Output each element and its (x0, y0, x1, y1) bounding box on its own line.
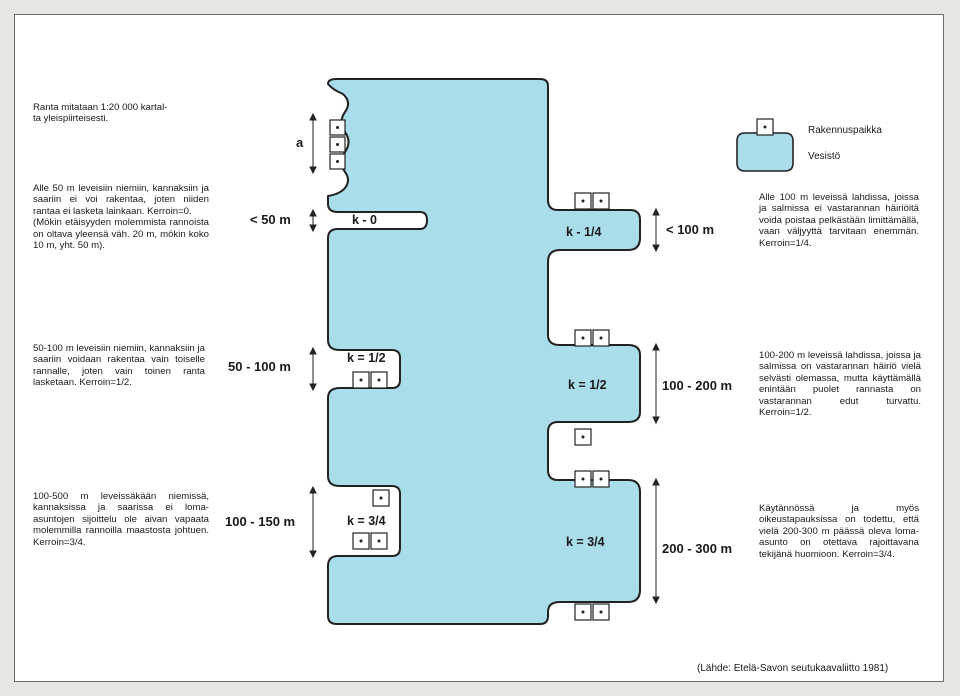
label-100-150m: 100 - 150 m (225, 514, 296, 529)
text-200-300m: Käytännössä ja myös oikeustapauksissa on… (759, 503, 919, 560)
coef-k-quarter: k - 1/4 (566, 225, 602, 239)
text-100-200m-bays: 100-200 m leveissä lahdissa, joissa ja s… (759, 350, 921, 419)
source-note: (Lähde: Etelä-Savon seutukaavaliitto 198… (697, 663, 889, 674)
building-dots-a (336, 126, 339, 163)
label-100-200m: 100 - 200 m (662, 378, 733, 393)
dimension-arrows-left (309, 112, 317, 559)
legend-water-label: Vesistö (808, 151, 841, 162)
building-dots-left (359, 378, 383, 543)
label-under-100m: < 100 m (666, 222, 715, 237)
text-shore-measure: Ranta mitataan 1:20 000 kartal- ta yleis… (33, 102, 168, 125)
coef-k-three-quarters-left: k = 3/4 (347, 514, 386, 528)
text-under-50m: Alle 50 m leveisiin niemiin, kannaksiin … (33, 183, 209, 252)
dimension-arrows-right (652, 207, 660, 605)
coef-k-half-right: k = 1/2 (568, 378, 607, 392)
coef-k-three-quarters-right: k = 3/4 (566, 535, 605, 549)
label-50-100m: 50 - 100 m (228, 359, 291, 374)
building-dots-right (581, 199, 603, 614)
lake-shape (327, 78, 641, 625)
text-100-500m: 100-500 m leveissäkään niemissä, kannaks… (33, 491, 209, 548)
building-plots-left (352, 371, 390, 550)
text-50-100m: 50-100 m leveisiin niemiin, kannaksiin j… (33, 343, 205, 389)
text-under-100m-bays: Alle 100 m leveissä lahdissa, joissa ja … (759, 192, 919, 249)
coef-k-half-left: k = 1/2 (347, 351, 386, 365)
coef-k0: k - 0 (352, 213, 378, 227)
label-200-300m: 200 - 300 m (662, 541, 733, 556)
legend-symbols (736, 118, 794, 172)
legend-building-label: Rakennuspaikka (808, 125, 882, 136)
legend-water-swatch (736, 132, 794, 172)
label-a: a (296, 135, 304, 150)
label-under-50m: < 50 m (250, 212, 291, 227)
